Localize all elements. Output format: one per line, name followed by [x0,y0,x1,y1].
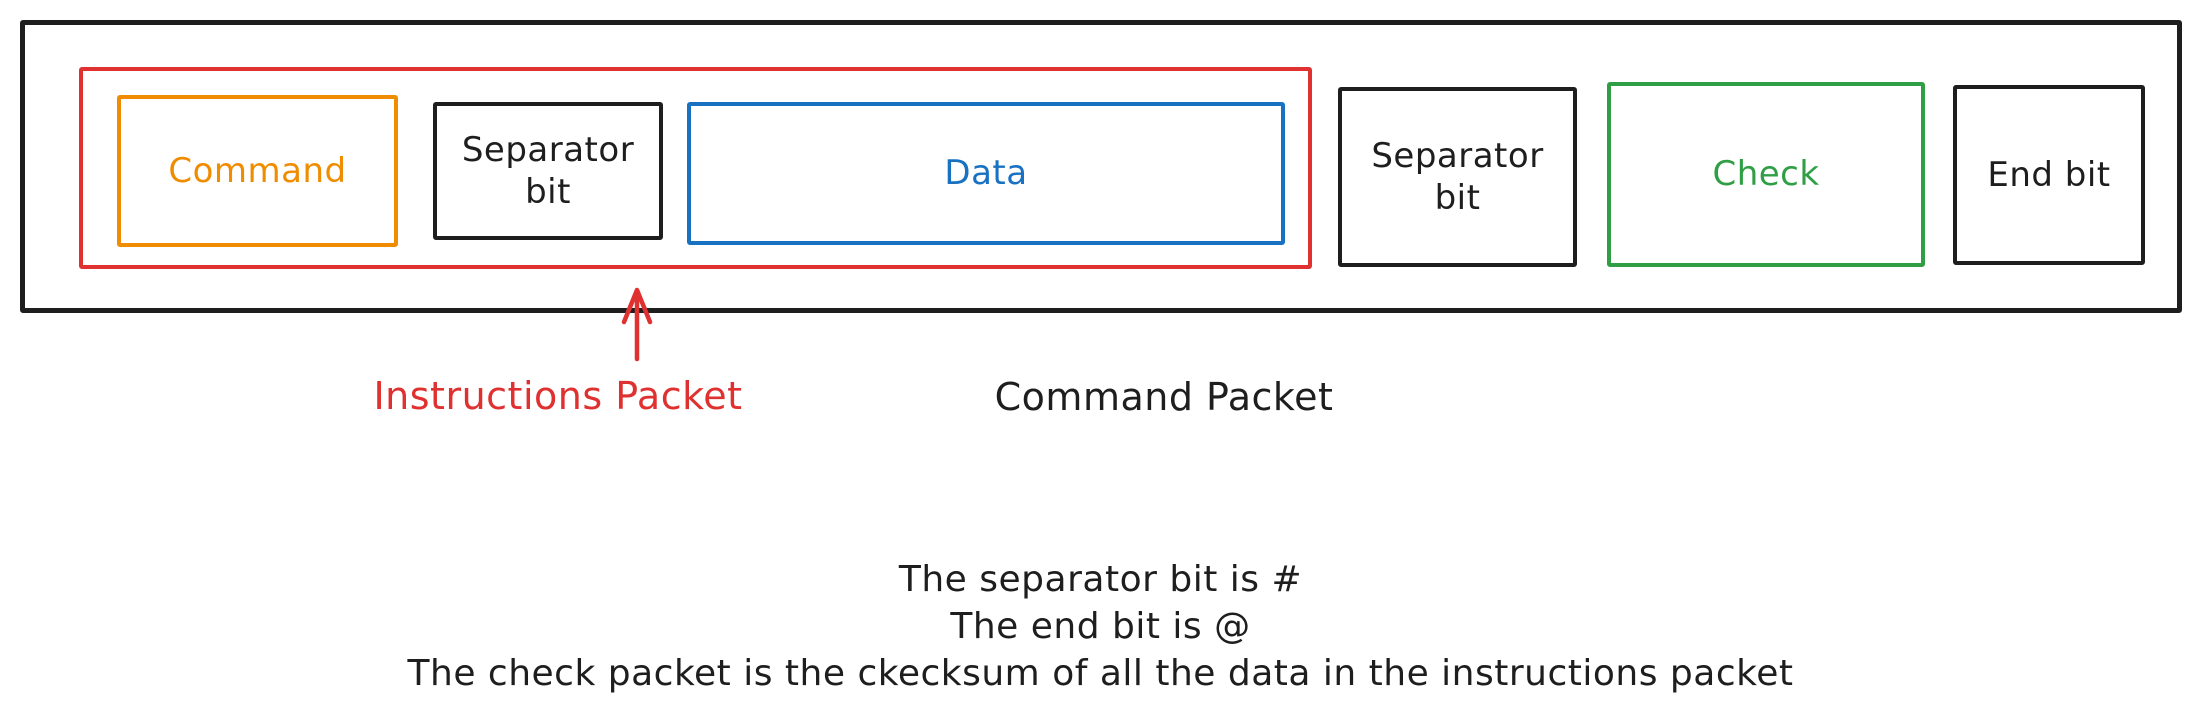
check-field-label: Check [1712,154,1820,195]
end-bit-label: End bit [1987,154,2111,195]
separator-bit-1-box: Separator bit [433,102,663,240]
separator-bit-1-label: Separator bit [461,129,635,213]
data-field-box: Data [687,102,1285,245]
separator-bit-2-box: Separator bit [1338,87,1577,267]
data-field-label: Data [944,153,1028,194]
check-field-box: Check [1607,82,1925,267]
instructions-packet-label: Instructions Packet [373,374,743,418]
command-field-label: Command [168,150,347,191]
end-bit-box: End bit [1953,85,2145,265]
note-end-bit: The end bit is @ [950,606,1251,647]
instructions-packet-box [79,67,1312,269]
command-field-box: Command [117,95,398,247]
note-separator-bit: The separator bit is # [898,559,1303,600]
command-packet-label: Command Packet [994,375,1334,419]
separator-bit-2-label: Separator bit [1371,135,1544,219]
notes: The separator bit is # The end bit is @ … [0,556,2201,697]
up-arrow-icon [621,287,653,362]
note-check-packet: The check packet is the ckecksum of all … [407,653,1794,694]
command-packet-box [20,20,2182,313]
